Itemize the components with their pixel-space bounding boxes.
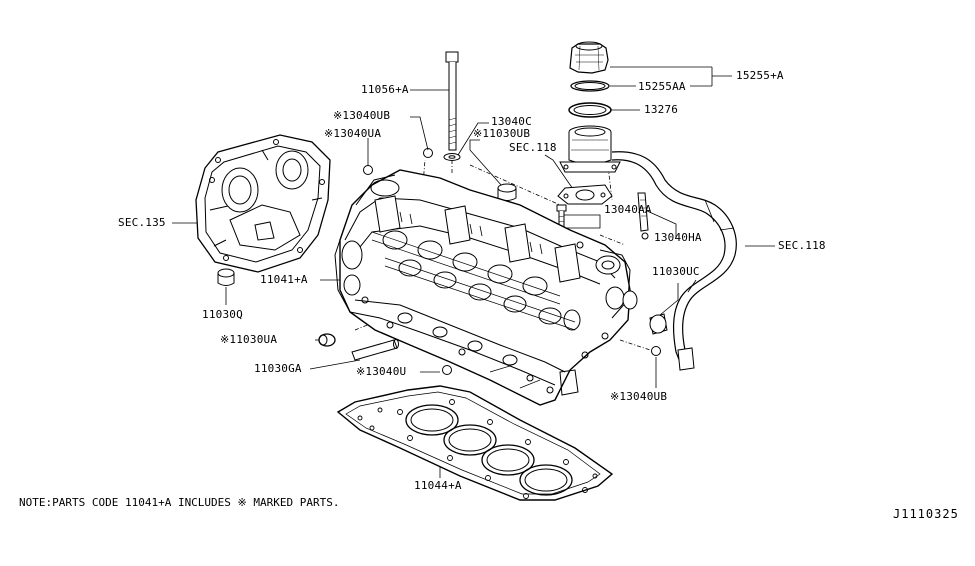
cylinder-head	[334, 169, 638, 406]
plug-11030uc	[649, 313, 668, 335]
dowel-13040ub-bottom	[651, 346, 661, 356]
flange-gasket	[557, 184, 613, 205]
plug-11030q	[217, 268, 235, 286]
label-13040ha: 13040HA	[654, 231, 702, 244]
label-11030ga: 11030GA	[254, 362, 302, 375]
tube-11030ga	[351, 339, 399, 361]
filler-o-ring	[568, 102, 612, 118]
label-13040ub-bottom: ※13040UB	[610, 390, 668, 403]
dowel-13040u	[442, 365, 452, 375]
dowel-13040ua	[363, 165, 373, 175]
plug-11030ua	[318, 333, 336, 347]
head-bolt-11056a	[443, 51, 461, 161]
head-gasket	[336, 385, 614, 501]
label-13276: 13276	[644, 103, 679, 116]
label-11030ua: ※11030UA	[220, 333, 278, 346]
cap-seal-ring	[570, 80, 610, 92]
label-sec118-right: SEC.118	[778, 239, 826, 252]
dowel-13040ub-top	[423, 148, 433, 158]
label-sec118-top: SEC.118	[509, 141, 557, 154]
plug-11030ub	[497, 183, 517, 201]
label-15255aa: 15255AA	[638, 80, 686, 93]
timing-cover	[195, 134, 331, 273]
oil-filler-neck	[559, 125, 621, 173]
diagram-code: J1110325	[893, 507, 959, 521]
label-13040c: 13040C	[491, 115, 532, 128]
label-sec135: SEC.135	[118, 216, 166, 229]
label-11041a: 11041+A	[260, 273, 308, 286]
sensor-13040ha	[637, 192, 649, 240]
label-11030uc: 11030UC	[652, 265, 700, 278]
label-11030ub: ※11030UB	[473, 127, 531, 140]
label-13040ua: ※13040UA	[324, 127, 382, 140]
label-11056a: 11056+A	[361, 83, 409, 96]
parts-note: NOTE:PARTS CODE 11041+A INCLUDES ※ MARKE…	[19, 496, 340, 509]
label-13040ub-top: ※13040UB	[333, 109, 391, 122]
label-13040u: ※13040U	[356, 365, 407, 378]
label-13040aa: 13040AA	[604, 203, 652, 216]
oil-filler-cap	[569, 41, 609, 74]
label-15255a: 15255+A	[736, 69, 784, 82]
label-11044a: 11044+A	[414, 479, 462, 492]
leader-lines	[172, 66, 775, 478]
label-11030q: 11030Q	[202, 308, 243, 321]
breather-hose	[611, 151, 737, 371]
